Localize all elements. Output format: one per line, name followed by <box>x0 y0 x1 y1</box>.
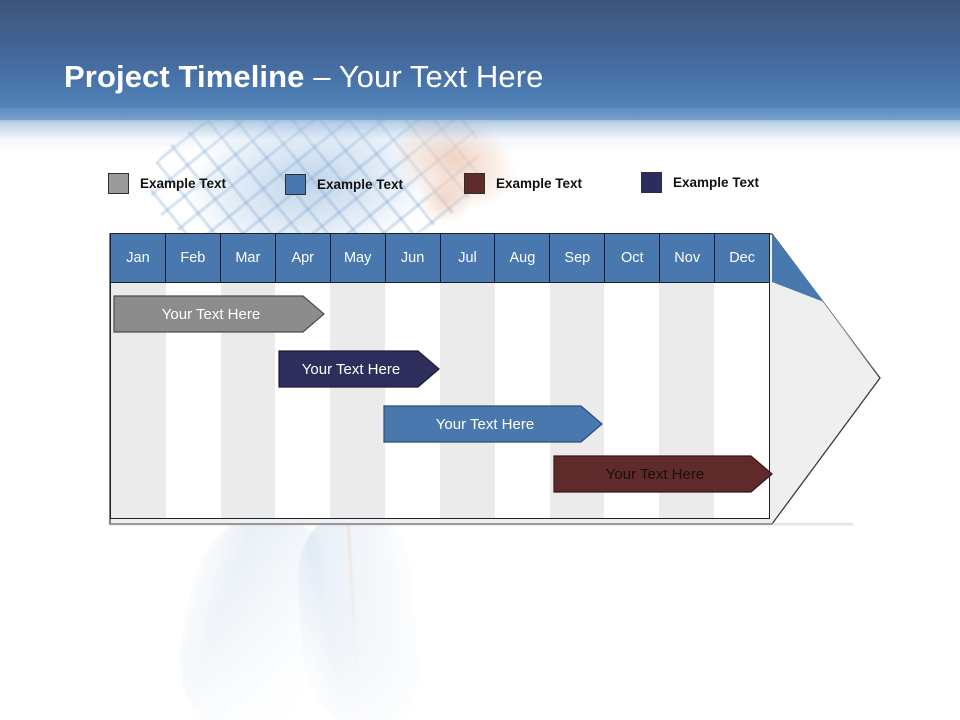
month-header-nov[interactable]: Nov <box>660 234 716 282</box>
legend-label: Example Text <box>496 176 583 191</box>
timeline-bar-label: Your Text Here <box>161 305 261 323</box>
month-header-may[interactable]: May <box>331 234 386 282</box>
legend-item-4[interactable]: Example Text <box>641 172 759 193</box>
legend-label: Example Text <box>673 175 760 190</box>
legend-label: Example Text <box>140 176 227 191</box>
month-header-dec[interactable]: Dec <box>729 250 755 266</box>
timeline-bar-shape <box>113 295 325 333</box>
month-header-mar[interactable]: Mar <box>221 234 276 282</box>
month-header-jan[interactable]: Jan <box>111 234 166 282</box>
timeline-bar-label: Your Text Here <box>301 360 401 378</box>
timeline-bar-label: Your Text Here <box>435 415 535 433</box>
month-header-jun[interactable]: Jun <box>386 234 441 282</box>
legend-item-3[interactable]: Example Text <box>464 173 582 194</box>
timeline-bar-label: Your Text Here <box>605 465 705 483</box>
month-header-feb[interactable]: Feb <box>166 234 221 282</box>
timeline-bottom-edge <box>108 523 853 527</box>
page-title-strong: Project Timeline <box>64 59 305 94</box>
timeline-column-jul <box>439 283 495 518</box>
timeline-column-jun <box>385 283 440 518</box>
legend-item-1[interactable]: Example Text <box>108 173 226 194</box>
photo-jeans-seam <box>347 525 360 715</box>
legend-swatch-icon <box>108 173 129 194</box>
timeline-bar-1[interactable]: Your Text Here <box>113 295 325 333</box>
timeline-bar-shape <box>278 350 440 388</box>
page-title-rest: – Your Text Here <box>304 59 544 94</box>
legend: Example Text Example Text Example Text Exam… <box>108 168 828 198</box>
legend-swatch-icon <box>285 174 306 195</box>
month-header-jul[interactable]: Jul <box>441 234 496 282</box>
timeline-column-may <box>330 283 386 518</box>
timeline-bar-3[interactable]: Your Text Here <box>383 405 603 443</box>
timeline-bar-4[interactable]: Your Text Here <box>553 455 773 493</box>
legend-item-2[interactable]: Example Text <box>285 174 403 195</box>
header-fade <box>0 108 960 154</box>
photo-right-leg <box>292 514 423 720</box>
month-header-aug[interactable]: Aug <box>495 234 551 282</box>
timeline-bar-shape <box>383 405 603 443</box>
legend-swatch-icon <box>641 172 662 193</box>
page-title: Project Timeline – Your Text Here <box>64 59 543 95</box>
month-header-apr[interactable]: Apr <box>276 234 331 282</box>
photo-left-leg <box>165 514 335 720</box>
header-band <box>0 0 960 120</box>
timeline-bar-shape <box>553 455 773 493</box>
timeline-column-aug <box>495 283 550 518</box>
month-header-oct[interactable]: Oct <box>605 234 661 282</box>
legend-label: Example Text <box>317 177 404 192</box>
timeline-bar-2[interactable]: Your Text Here <box>278 350 440 388</box>
legend-swatch-icon <box>464 173 485 194</box>
month-header-sep[interactable]: Sep <box>550 234 606 282</box>
